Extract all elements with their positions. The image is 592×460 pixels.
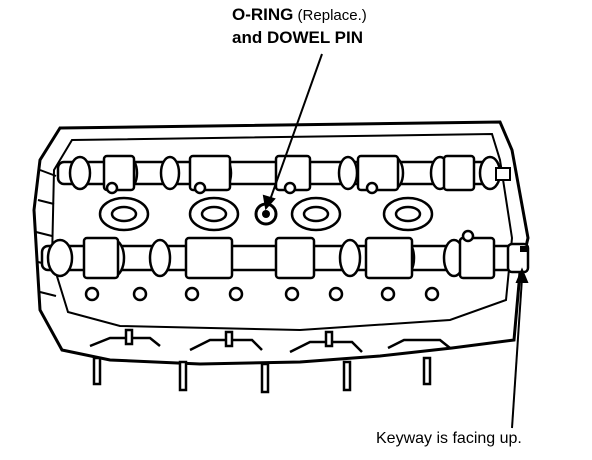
plug-well-row [98, 196, 434, 232]
keyway-callout: Keyway is facing up. [376, 430, 522, 447]
oring-label: O-RING [232, 5, 294, 24]
cap-bolts [84, 181, 475, 302]
replace-note: (Replace.) [293, 7, 367, 24]
manifold-studs [89, 328, 451, 394]
oring-dowel-callout: O-RING (Replace.) and DOWEL PIN [232, 4, 367, 49]
exhaust-camshaft [40, 236, 530, 280]
leader-lines [262, 53, 529, 429]
dowel-pin-label: and DOWEL PIN [232, 28, 363, 47]
head-casting-outline [32, 120, 530, 366]
head-side-ribs [35, 169, 57, 297]
keyway-slot [520, 246, 528, 252]
intake-camshaft [56, 154, 511, 192]
